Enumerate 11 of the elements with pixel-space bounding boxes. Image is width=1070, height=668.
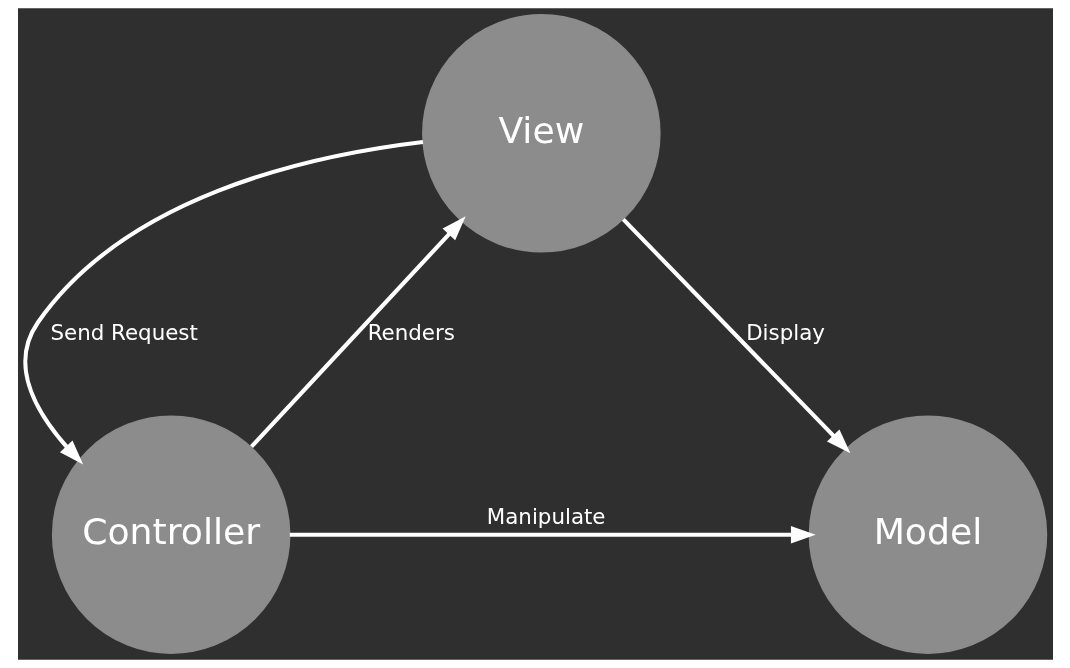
arrow xyxy=(249,216,466,449)
node-circle: Model xyxy=(808,415,1047,654)
edge-label: Manipulate xyxy=(486,503,606,529)
arrow xyxy=(621,217,850,454)
edge-label: Display xyxy=(745,319,825,345)
node-circle: View xyxy=(421,14,661,253)
arrow xyxy=(289,526,816,544)
edge-label: Send Request xyxy=(49,319,198,345)
arrow xyxy=(22,139,423,465)
node-circle: Controller xyxy=(51,415,290,654)
edge-label: Renders xyxy=(367,319,455,345)
